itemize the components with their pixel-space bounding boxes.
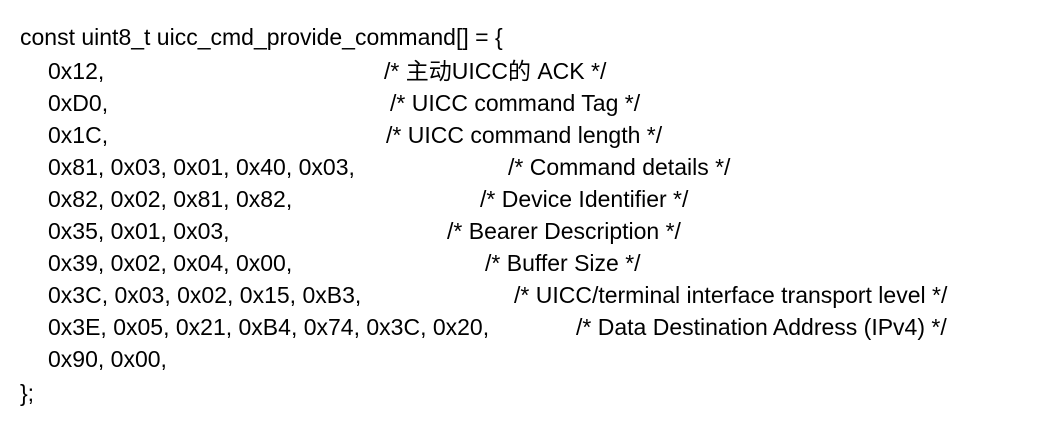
array-declaration: const uint8_t uicc_cmd_provide_command[]… [20,24,503,50]
code-comment: /* Device Identifier */ [480,186,689,212]
byte-values-line: 0xD0, [48,90,109,116]
byte-values-line: 0x82, 0x02, 0x81, 0x82, [48,186,293,212]
code-comment: /* Data Destination Address (IPv4) */ [576,314,947,340]
closing-brace: }; [20,380,35,406]
code-comment: /* Command details */ [508,154,731,180]
byte-values-line: 0x3E, 0x05, 0x21, 0xB4, 0x74, 0x3C, 0x20… [48,314,490,340]
byte-values-line: 0x90, 0x00, [48,346,167,372]
byte-values-line: 0x35, 0x01, 0x03, [48,218,230,244]
byte-values-line: 0x1C, [48,122,109,148]
code-comment: /* Buffer Size */ [485,250,641,276]
byte-values-line: 0x3C, 0x03, 0x02, 0x15, 0xB3, [48,282,362,308]
byte-values-line: 0x39, 0x02, 0x04, 0x00, [48,250,293,276]
byte-values-line: 0x12, [48,58,105,84]
code-comment: /* Bearer Description */ [447,218,681,244]
code-comment: /* UICC command length */ [386,122,663,148]
code-comment: /* 主动UICC的 ACK */ [384,58,607,84]
byte-values-line: 0x81, 0x03, 0x01, 0x40, 0x03, [48,154,355,180]
code-comment: /* UICC command Tag */ [390,90,641,116]
code-comment: /* UICC/terminal interface transport lev… [514,282,948,308]
